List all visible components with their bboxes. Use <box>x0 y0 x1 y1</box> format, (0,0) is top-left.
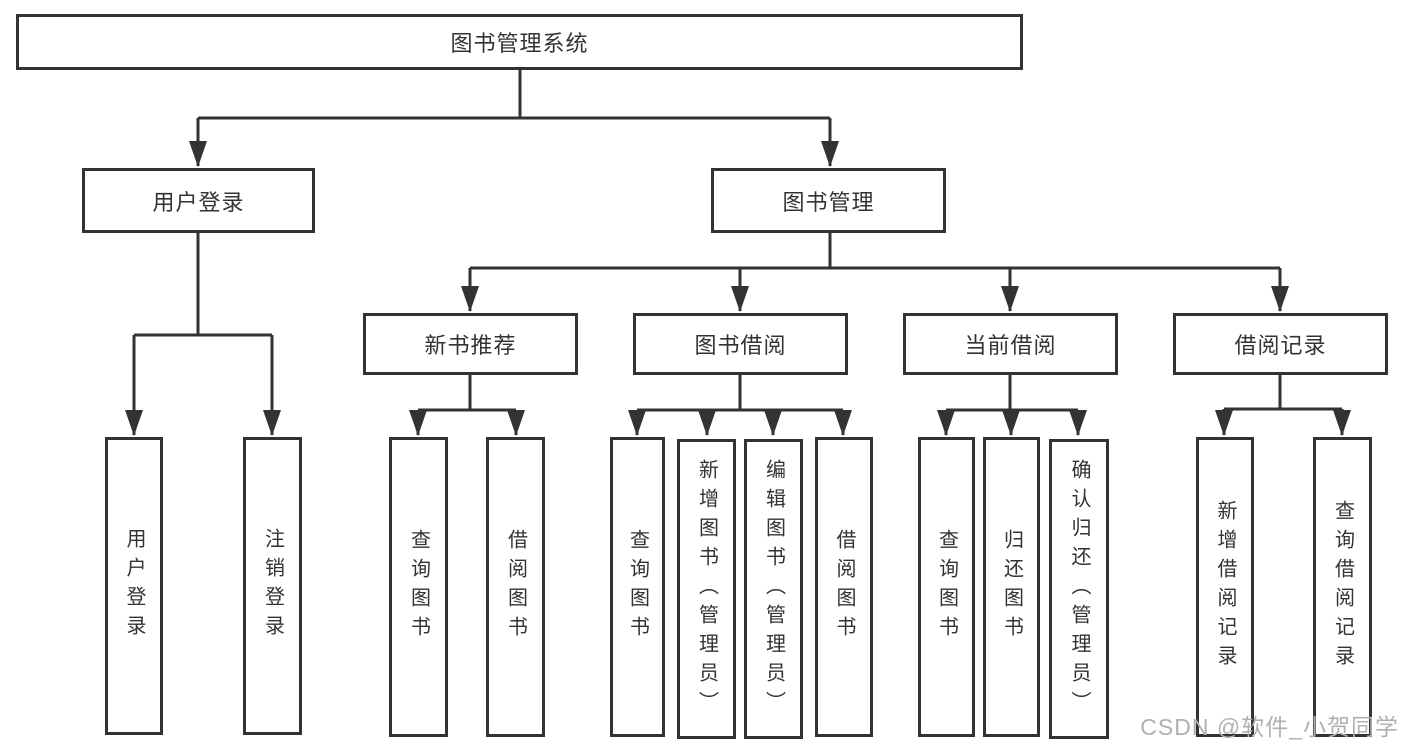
leaf-user-login: 用户登录 <box>105 437 163 735</box>
node-user-login: 用户登录 <box>82 168 315 233</box>
leaf-add-borrow-record: 新增借阅记录 <box>1196 437 1254 737</box>
watermark-text: CSDN @软件_小贺同学 <box>1140 714 1399 740</box>
node-label: 注销登录 <box>261 528 284 644</box>
node-label: 新增图书（管理员） <box>695 458 718 720</box>
node-label: 图书管理 <box>782 189 875 215</box>
node-new-book-rec: 新书推荐 <box>363 313 578 375</box>
node-label: 借阅图书 <box>833 529 855 645</box>
node-book-mgmt: 图书管理 <box>711 168 946 233</box>
node-label: 确认归还（管理员） <box>1068 458 1090 720</box>
node-current-borrow: 当前借阅 <box>903 313 1118 375</box>
node-label: 借阅图书 <box>504 529 527 645</box>
node-borrow-records: 借阅记录 <box>1173 313 1388 375</box>
connector-user-login-to-leaves <box>125 233 281 436</box>
connector-current-borrow-to-leaves <box>937 375 1087 436</box>
node-label: 查询图书 <box>626 529 649 645</box>
node-label: 查询图书 <box>935 529 958 645</box>
node-label: 图书借阅 <box>694 333 787 358</box>
node-label: 查询借阅记录 <box>1331 500 1354 674</box>
leaf-borrow-books-2: 借阅图书 <box>815 437 873 737</box>
node-label: 用户登录 <box>123 528 145 644</box>
node-book-borrow: 图书借阅 <box>633 313 848 375</box>
leaf-query-books-2: 查询图书 <box>610 437 665 737</box>
leaf-logout: 注销登录 <box>243 437 302 735</box>
node-label: 当前借阅 <box>964 333 1057 358</box>
node-label: 借阅记录 <box>1234 333 1327 358</box>
node-label: 编辑图书（管理员） <box>762 458 785 720</box>
connector-new-book-to-leaves <box>409 375 525 436</box>
connector-book-mgmt-to-level3 <box>461 233 1289 312</box>
leaf-query-borrow-record: 查询借阅记录 <box>1313 437 1372 737</box>
connector-root-to-level2 <box>189 70 839 167</box>
leaf-query-books-3: 查询图书 <box>918 437 975 737</box>
connector-book-borrow-to-leaves <box>628 375 852 436</box>
leaf-edit-book-admin: 编辑图书（管理员） <box>744 439 803 739</box>
node-label: 新书推荐 <box>424 333 517 358</box>
leaf-query-books-1: 查询图书 <box>389 437 448 737</box>
node-label: 归还图书 <box>1000 529 1023 645</box>
node-root: 图书管理系统 <box>16 14 1023 70</box>
node-label: 新增借阅记录 <box>1214 500 1236 674</box>
leaf-borrow-books-1: 借阅图书 <box>486 437 545 737</box>
node-label: 查询图书 <box>407 529 430 645</box>
leaf-confirm-return-admin: 确认归还（管理员） <box>1049 439 1109 739</box>
leaf-return-book: 归还图书 <box>983 437 1040 737</box>
connector-borrow-record-to-leaves <box>1215 375 1351 436</box>
leaf-add-book-admin: 新增图书（管理员） <box>677 439 736 739</box>
node-label: 用户登录 <box>152 189 245 215</box>
node-label: 图书管理系统 <box>450 31 589 56</box>
